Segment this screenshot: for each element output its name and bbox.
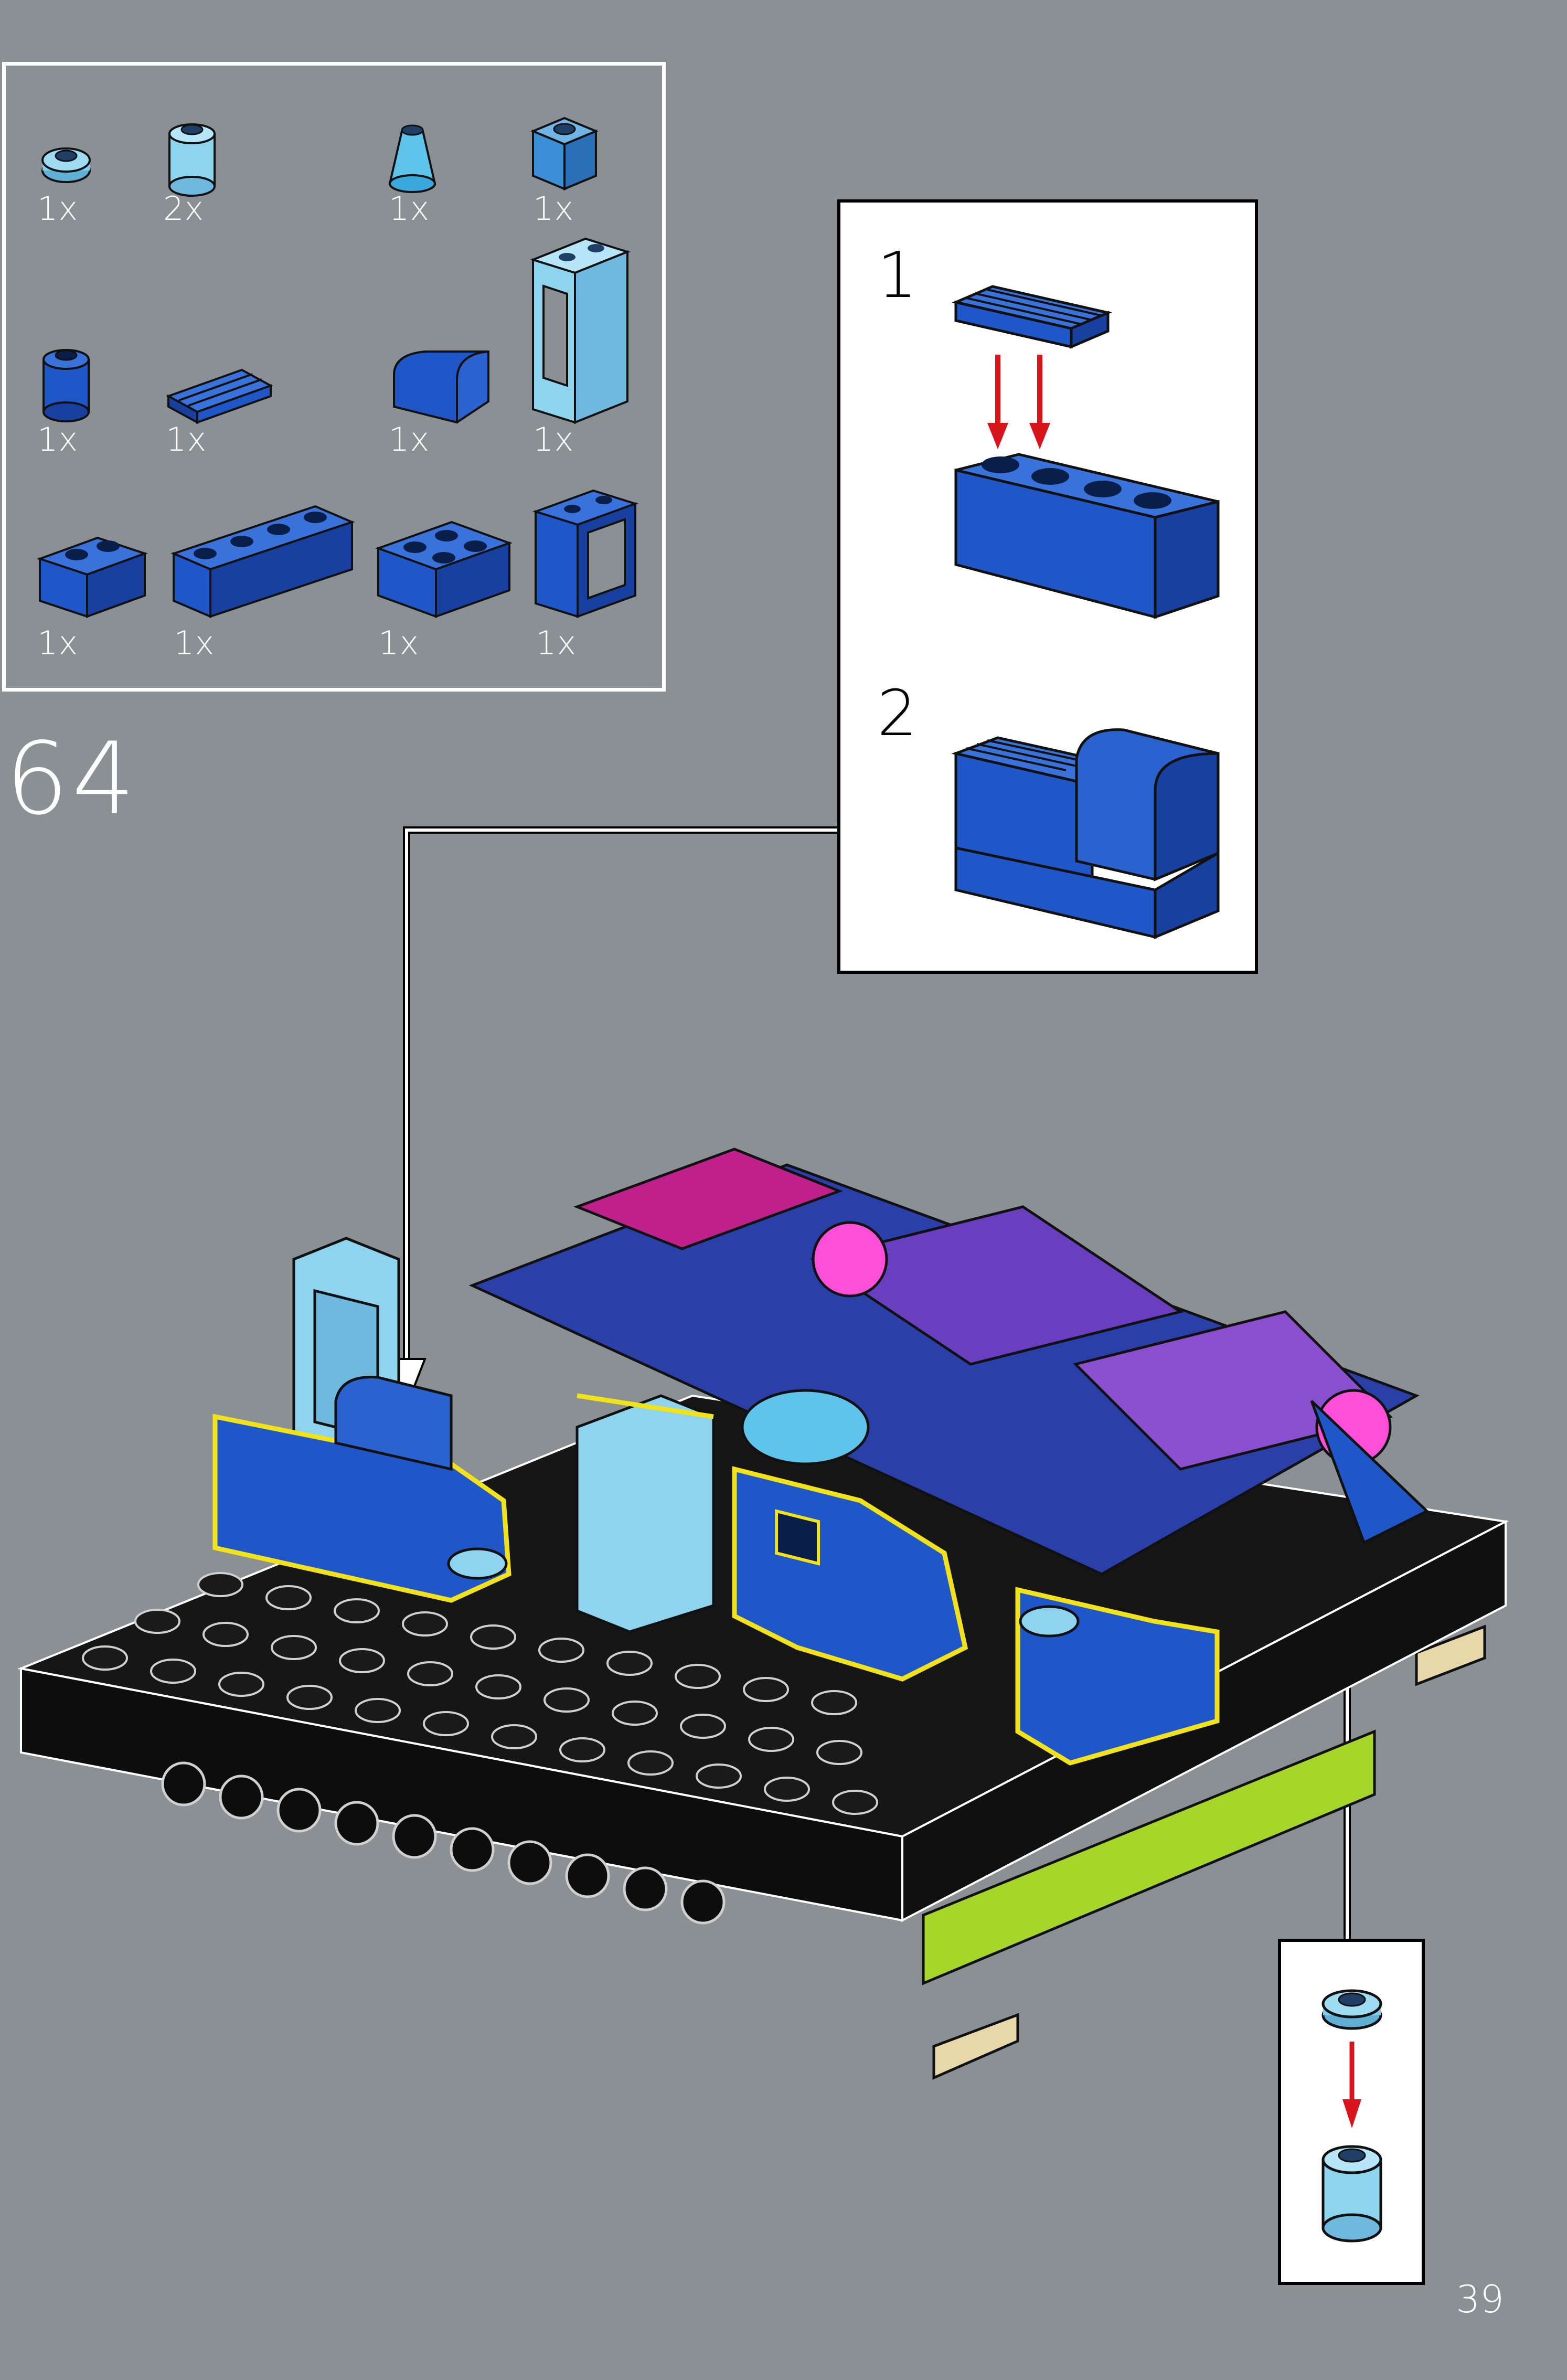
down-arrow-icon	[987, 355, 1050, 449]
round-brick-icon	[168, 123, 216, 197]
brick-1x2-icon	[36, 536, 148, 618]
brick-1x1-icon	[530, 116, 599, 190]
window-frame-icon	[530, 237, 631, 424]
subassembly-callout: 1 2	[837, 199, 1258, 974]
round-brick-icon	[1321, 2145, 1382, 2243]
round-plate-icon	[1321, 1989, 1382, 2030]
substep-label: 2	[877, 677, 918, 750]
part-qty: 1x	[389, 189, 430, 228]
step-number: 64	[5, 721, 138, 837]
round-plate-icon	[41, 147, 91, 183]
part-qty: 2x	[163, 189, 205, 228]
page-number: 39	[1456, 2277, 1504, 2321]
grille-plate-icon	[166, 368, 273, 424]
part-qty: 1x	[166, 420, 207, 459]
part-qty: 1x	[378, 624, 420, 662]
model-illustration	[17, 1148, 1509, 2080]
grille-plate-icon	[951, 285, 1113, 349]
part-qty: 1x	[37, 420, 79, 459]
part-qty: 1x	[37, 624, 79, 662]
curved-slope-icon	[393, 350, 489, 424]
parts-list-box: 1x 2x 1x 1x 1x 1x 1x	[2, 62, 666, 692]
brick-2x2-icon	[375, 520, 513, 618]
assembled-slope-brick-icon	[951, 728, 1220, 939]
part-qty: 1x	[174, 624, 215, 662]
part-qty: 1x	[37, 189, 79, 228]
part-qty: 1x	[533, 189, 574, 228]
brick-1x4-icon	[954, 453, 1220, 619]
cone-icon	[388, 124, 436, 193]
window-frame-small-icon	[532, 489, 639, 618]
part-qty: 1x	[389, 420, 430, 459]
brick-1x4-icon	[170, 505, 355, 619]
part-qty: 1x	[536, 624, 577, 662]
down-arrow-icon	[1342, 2042, 1361, 2128]
round-brick-icon	[42, 349, 90, 422]
stud-callout	[1278, 1939, 1425, 2285]
substep-label: 1	[877, 239, 918, 312]
part-qty: 1x	[533, 420, 574, 459]
